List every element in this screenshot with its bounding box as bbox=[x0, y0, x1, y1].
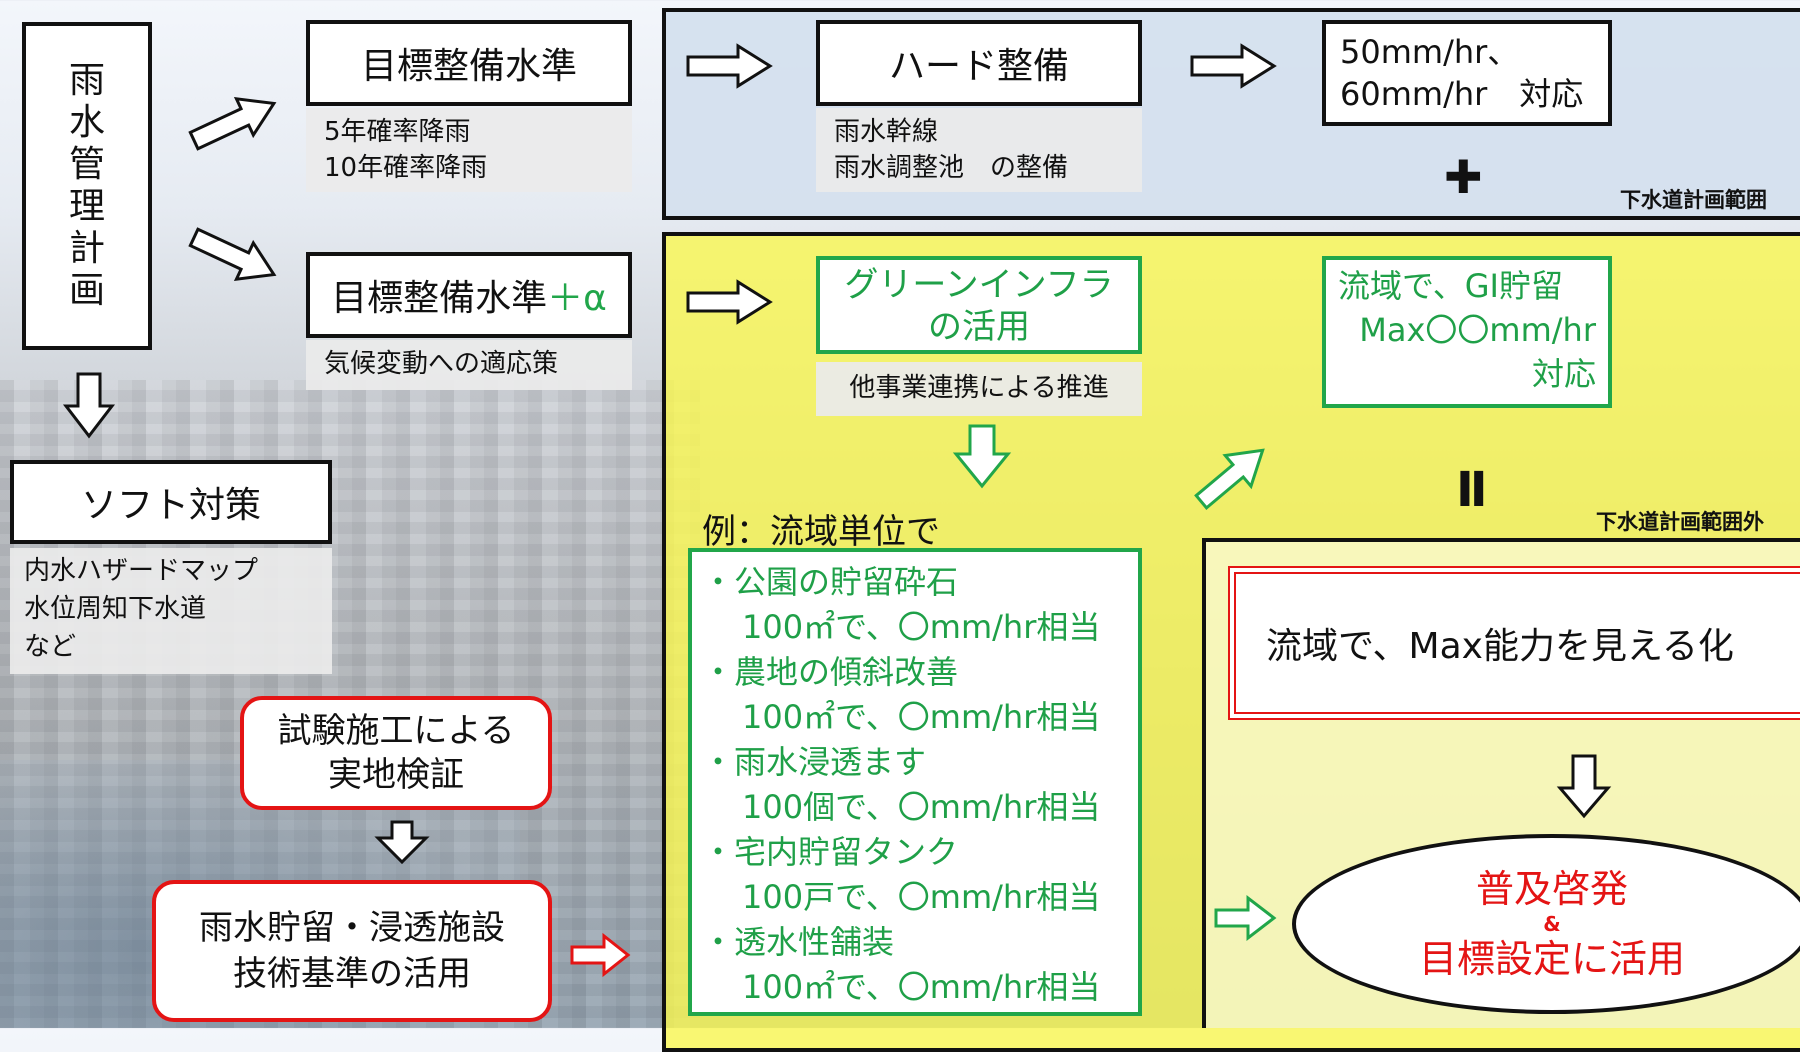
outcome-ellipse: 普及啓発 & 目標設定に活用 bbox=[1292, 834, 1800, 1014]
trial-line: 実地検証 bbox=[328, 755, 464, 795]
right-arrow-icon bbox=[686, 43, 773, 89]
detail-line: 雨水調整池 の整備 bbox=[834, 153, 1069, 183]
diagonal-down-arrow-icon bbox=[188, 227, 277, 282]
tech-line: 技術基準の活用 bbox=[233, 954, 471, 994]
target-level-details: 5年確率降雨 10年確率降雨 bbox=[306, 108, 632, 192]
sewer-plan-range-label: 下水道計画範囲 bbox=[1620, 188, 1767, 212]
down-arrow-icon bbox=[374, 820, 430, 865]
trial-line: 試験施工による bbox=[277, 711, 515, 751]
outcome-amp: & bbox=[1543, 912, 1561, 936]
climate-adaptation-note: 気候変動への適応策 bbox=[306, 340, 632, 390]
soft-measures-list: 内水ハザードマップ 水位周知下水道 など bbox=[10, 548, 332, 674]
example-name: ・雨水浸透ます bbox=[702, 743, 927, 781]
down-arrow-icon bbox=[62, 372, 116, 439]
result-line: 60mm/hr 対応 bbox=[1340, 75, 1584, 113]
outside-plan-range-label: 下水道計画範囲外 bbox=[1596, 510, 1764, 534]
alpha-suffix: ＋α bbox=[547, 278, 607, 319]
hard-measures-title: ハード整備 bbox=[888, 46, 1069, 87]
target-level-plus-title: 目標整備水準 bbox=[331, 278, 548, 319]
soft-measures-title: ソフト対策 bbox=[80, 485, 261, 526]
diagonal-up-arrow-icon bbox=[188, 96, 277, 151]
vtitle-char: 計 bbox=[68, 228, 105, 269]
hard-measures-details: 雨水幹線 雨水調整池 の整備 bbox=[816, 108, 1142, 192]
list-item: 内水ハザードマップ bbox=[24, 556, 259, 586]
vtitle-char: 管 bbox=[68, 144, 105, 185]
example-name: ・公園の貯留砕石 bbox=[702, 563, 959, 601]
hard-measures-box: ハード整備 bbox=[816, 20, 1142, 106]
stormwater-plan-box: 雨 水 管 理 計 画 bbox=[22, 22, 152, 350]
green-diagonal-arrow-icon bbox=[1194, 448, 1265, 510]
equals-icon: Ⅱ bbox=[1456, 462, 1488, 518]
soft-measures-box: ソフト対策 bbox=[10, 460, 332, 544]
gi-line: 流域で、GI貯留 bbox=[1338, 267, 1563, 305]
target-level-title: 目標整備水準 bbox=[360, 46, 577, 87]
technical-standard-box: 雨水貯留・浸透施設 技術基準の活用 bbox=[152, 880, 552, 1022]
green-infra-box: グリーンインフラ の活用 bbox=[816, 256, 1142, 354]
example-value: 100㎡で、〇mm/hr相当 bbox=[742, 698, 1101, 736]
list-item: など bbox=[24, 632, 77, 662]
gi-line: 対応 bbox=[1531, 355, 1596, 393]
green-down-arrow-icon bbox=[952, 424, 1012, 489]
target-level-box: 目標整備水準 bbox=[306, 20, 632, 106]
example-name: ・宅内貯留タンク bbox=[702, 833, 959, 871]
detail-line: 雨水幹線 bbox=[834, 117, 939, 147]
result-line: 50mm/hr、 bbox=[1340, 33, 1520, 71]
vtitle-char: 理 bbox=[68, 186, 105, 227]
hard-result-box: 50mm/hr、 60mm/hr 対応 bbox=[1322, 20, 1612, 126]
example-value: 100個で、〇mm/hr相当 bbox=[742, 788, 1101, 826]
target-level-plus-box: 目標整備水準＋α bbox=[306, 252, 632, 338]
example-name: ・農地の傾斜改善 bbox=[702, 653, 959, 691]
green-infra-line: の活用 bbox=[928, 307, 1030, 347]
vtitle-char: 水 bbox=[68, 102, 105, 143]
visualize-text: 流域で、Max能力を見える化 bbox=[1266, 626, 1734, 667]
outcome-line: 普及啓発 bbox=[1475, 867, 1628, 911]
example-value: 100㎡で、〇mm/hr相当 bbox=[742, 608, 1101, 646]
cross-sector-note: 他事業連携による推進 bbox=[816, 362, 1142, 416]
detail-line: 5年確率降雨 bbox=[324, 117, 471, 147]
green-infra-line: グリーンインフラ bbox=[844, 265, 1114, 305]
vtitle-char: 画 bbox=[68, 270, 105, 311]
tech-line: 雨水貯留・浸透施設 bbox=[199, 908, 505, 948]
vtitle-char: 雨 bbox=[68, 60, 105, 101]
green-right-arrow-icon bbox=[1214, 894, 1277, 942]
list-item: 水位周知下水道 bbox=[24, 594, 207, 624]
detail-line: 10年確率降雨 bbox=[324, 153, 488, 183]
right-arrow-icon bbox=[1190, 43, 1277, 89]
down-arrow-icon bbox=[1556, 754, 1612, 819]
example-header: 例：流域単位で bbox=[702, 512, 940, 552]
gi-line: Max〇〇mm/hr bbox=[1359, 311, 1596, 349]
example-value: 100㎡で、〇mm/hr相当 bbox=[742, 968, 1101, 1006]
examples-box: ・公園の貯留砕石 100㎡で、〇mm/hr相当 ・農地の傾斜改善 100㎡で、〇… bbox=[688, 548, 1142, 1016]
red-right-arrow-icon bbox=[570, 932, 631, 978]
outcome-line: 目標設定に活用 bbox=[1418, 937, 1685, 981]
example-name: ・透水性舗装 bbox=[702, 923, 895, 961]
note-line: 気候変動への適応策 bbox=[324, 349, 559, 379]
right-arrow-icon bbox=[686, 279, 773, 325]
visualize-box: 流域で、Max能力を見える化 bbox=[1228, 566, 1800, 720]
note-line: 他事業連携による推進 bbox=[849, 373, 1109, 403]
plus-icon: ✚ bbox=[1444, 150, 1483, 204]
trial-verification-box: 試験施工による 実地検証 bbox=[240, 696, 552, 810]
gi-result-box: 流域で、GI貯留 Max〇〇mm/hr 対応 bbox=[1322, 256, 1612, 408]
example-value: 100戸で、〇mm/hr相当 bbox=[742, 878, 1101, 916]
